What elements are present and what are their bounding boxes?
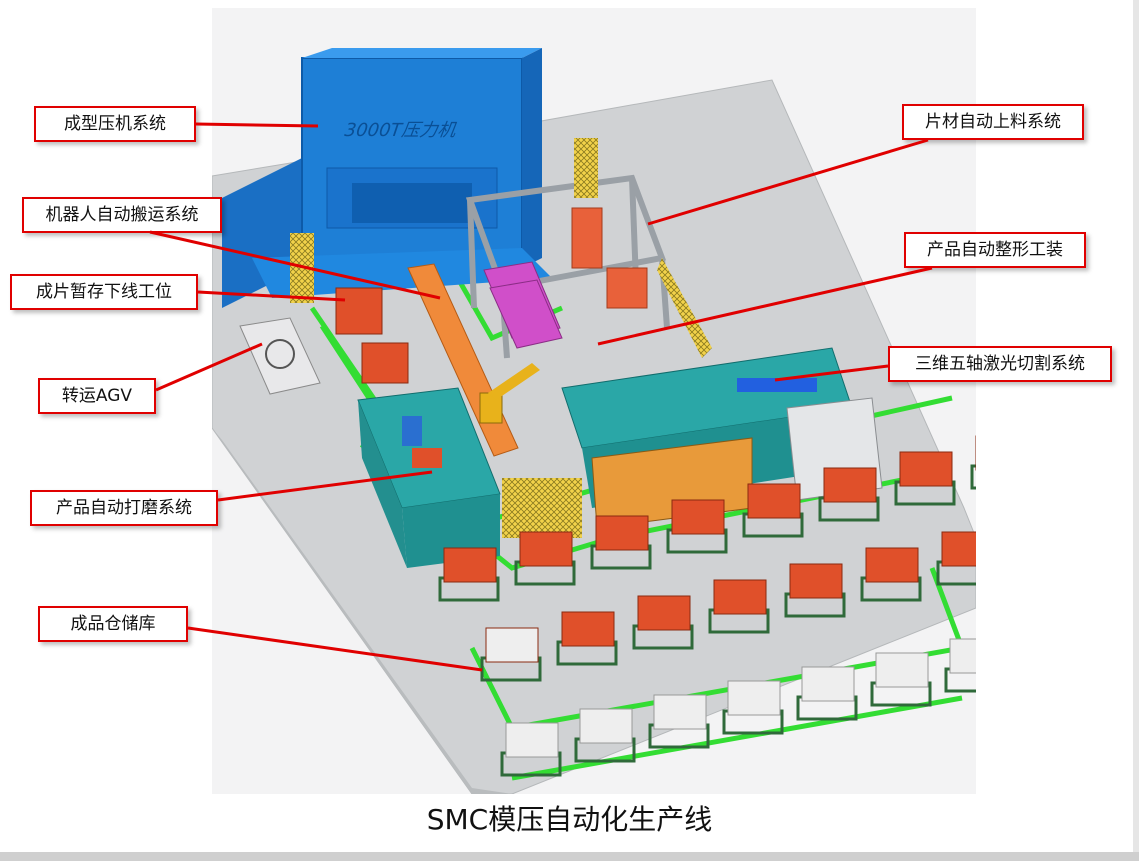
callout-robot-handling: 机器人自动搬运系统 <box>22 197 222 233</box>
rack-product <box>561 611 615 647</box>
rack-product <box>865 547 919 583</box>
rack-product <box>653 694 707 730</box>
rack-product <box>949 638 1003 674</box>
factory-layout-illustration: 3000T压力机 <box>211 48 1032 795</box>
rack-product <box>747 483 801 519</box>
rack-product <box>519 531 573 567</box>
rack-product <box>485 627 539 663</box>
rack-product <box>671 499 725 535</box>
yellow-robot <box>479 363 540 424</box>
rack-product <box>443 547 497 583</box>
callout-laser-cutting: 三维五轴激光切割系统 <box>888 346 1112 382</box>
pink-pallets <box>483 261 563 349</box>
frame-edge-bottom <box>0 852 1139 861</box>
rack-product <box>637 595 691 631</box>
rack-product <box>823 467 877 503</box>
fence-loader-right <box>574 138 598 198</box>
rack-product <box>505 722 559 758</box>
press-lettering: 3000T压力机 <box>343 120 458 141</box>
rack-product <box>789 563 843 599</box>
callout-warehouse: 成品仓储库 <box>38 606 188 642</box>
fence-press-left <box>290 233 314 303</box>
rack-product <box>801 666 855 702</box>
callout-agv: 转运AGV <box>38 378 156 414</box>
rack-product <box>595 515 649 551</box>
rack-stand <box>970 464 1032 490</box>
factory-scene: 3000T压力机 <box>211 8 1032 795</box>
warehouse-racks <box>438 435 1032 777</box>
diagram-caption: SMC模压自动化生产线 <box>426 803 713 836</box>
callout-grinding: 产品自动打磨系统 <box>30 490 218 526</box>
rack-product <box>941 531 995 567</box>
fence-robot-front <box>502 478 582 538</box>
rack-product <box>727 680 781 716</box>
rack-product <box>875 652 929 688</box>
rack-product <box>899 451 953 487</box>
frame-edge-right <box>1133 0 1139 861</box>
rack-product <box>579 708 633 744</box>
callout-sheet-loading: 片材自动上料系统 <box>902 104 1084 140</box>
rack-product <box>713 579 767 615</box>
callout-sheet-buffer: 成片暂存下线工位 <box>10 274 198 310</box>
callout-shaping-fixture: 产品自动整形工装 <box>904 232 1086 268</box>
callout-press-system: 成型压机系统 <box>34 106 196 142</box>
